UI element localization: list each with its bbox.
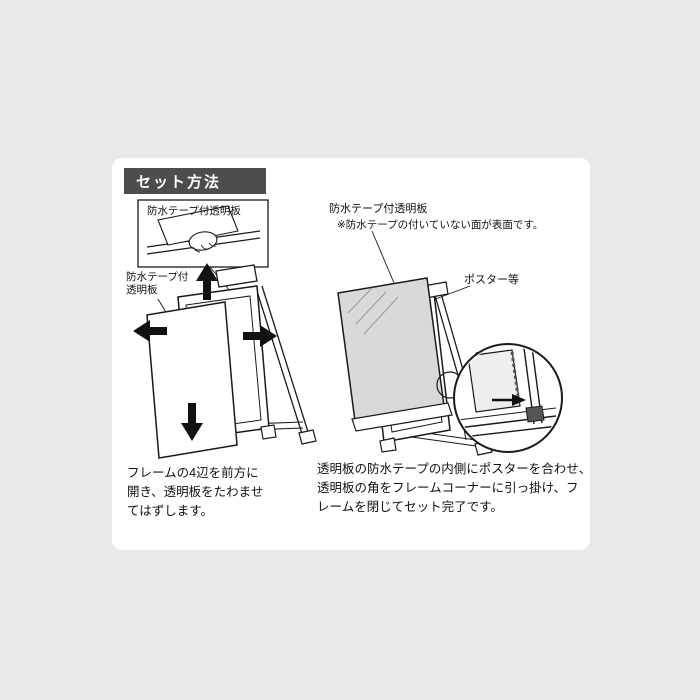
poster-label: ポスター等 xyxy=(464,274,519,286)
arrow-left-icon xyxy=(133,320,167,342)
frame-corner-cap xyxy=(525,405,545,423)
left-inset-diagram xyxy=(137,199,269,268)
left-clear-board xyxy=(146,301,238,459)
magnifier-detail xyxy=(436,343,563,453)
hook-arrow-icon xyxy=(512,394,526,406)
rear-foot xyxy=(298,429,317,445)
right-board-note: ※防水テープの付いていない面が表面です。 xyxy=(337,219,544,231)
left-inset-label: 防水テープ付透明板 xyxy=(147,205,241,217)
leader-line xyxy=(371,230,395,284)
left-board-label-line2: 透明板 xyxy=(126,284,158,296)
right-caption-line1: 透明板の防水テープの内側にポスターを合わせ、 xyxy=(317,462,592,476)
arrow-right-icon xyxy=(243,325,277,347)
right-caption-line3: レームを閉じてセット完了です。 xyxy=(317,500,503,514)
clear-board-with-poster xyxy=(337,277,445,422)
hand-icon xyxy=(188,231,218,251)
board-corner xyxy=(467,349,521,413)
left-board-label: 防水テープ付 透明板 xyxy=(126,271,188,297)
front-foot xyxy=(260,424,277,440)
open-direction-arrows xyxy=(133,263,277,441)
arrow-up-icon xyxy=(196,263,218,300)
section-title: セット方法 xyxy=(124,168,266,194)
front-foot xyxy=(379,437,397,453)
waterproof-tape-strip xyxy=(510,351,521,405)
glass-shine-lines xyxy=(347,287,399,335)
right-caption-line2: 透明板の角をフレームコーナーに引っ掛け、フ xyxy=(317,481,579,495)
hand-fingers xyxy=(192,242,217,253)
arrow-down-icon xyxy=(181,403,203,441)
right-caption: 透明板の防水テープの内側にポスターを合わせ、 透明板の角をフレームコーナーに引っ… xyxy=(317,460,591,517)
left-caption-line3: てはずします。 xyxy=(127,504,214,518)
left-caption-line1: フレームの4辺を前方に xyxy=(127,466,259,480)
right-poster-board xyxy=(337,277,453,432)
stand-top-cap xyxy=(215,264,258,288)
left-board-label-line1: 防水テープ付 xyxy=(126,271,189,283)
right-board-label: 防水テープ付透明板 xyxy=(329,203,428,215)
left-caption-line2: 開き、透明板をたわませ xyxy=(127,485,264,499)
leader-line xyxy=(432,285,471,301)
bottom-rail xyxy=(351,402,453,432)
left-caption: フレームの4辺を前方に 開き、透明板をたわませ てはずします。 xyxy=(127,464,263,521)
